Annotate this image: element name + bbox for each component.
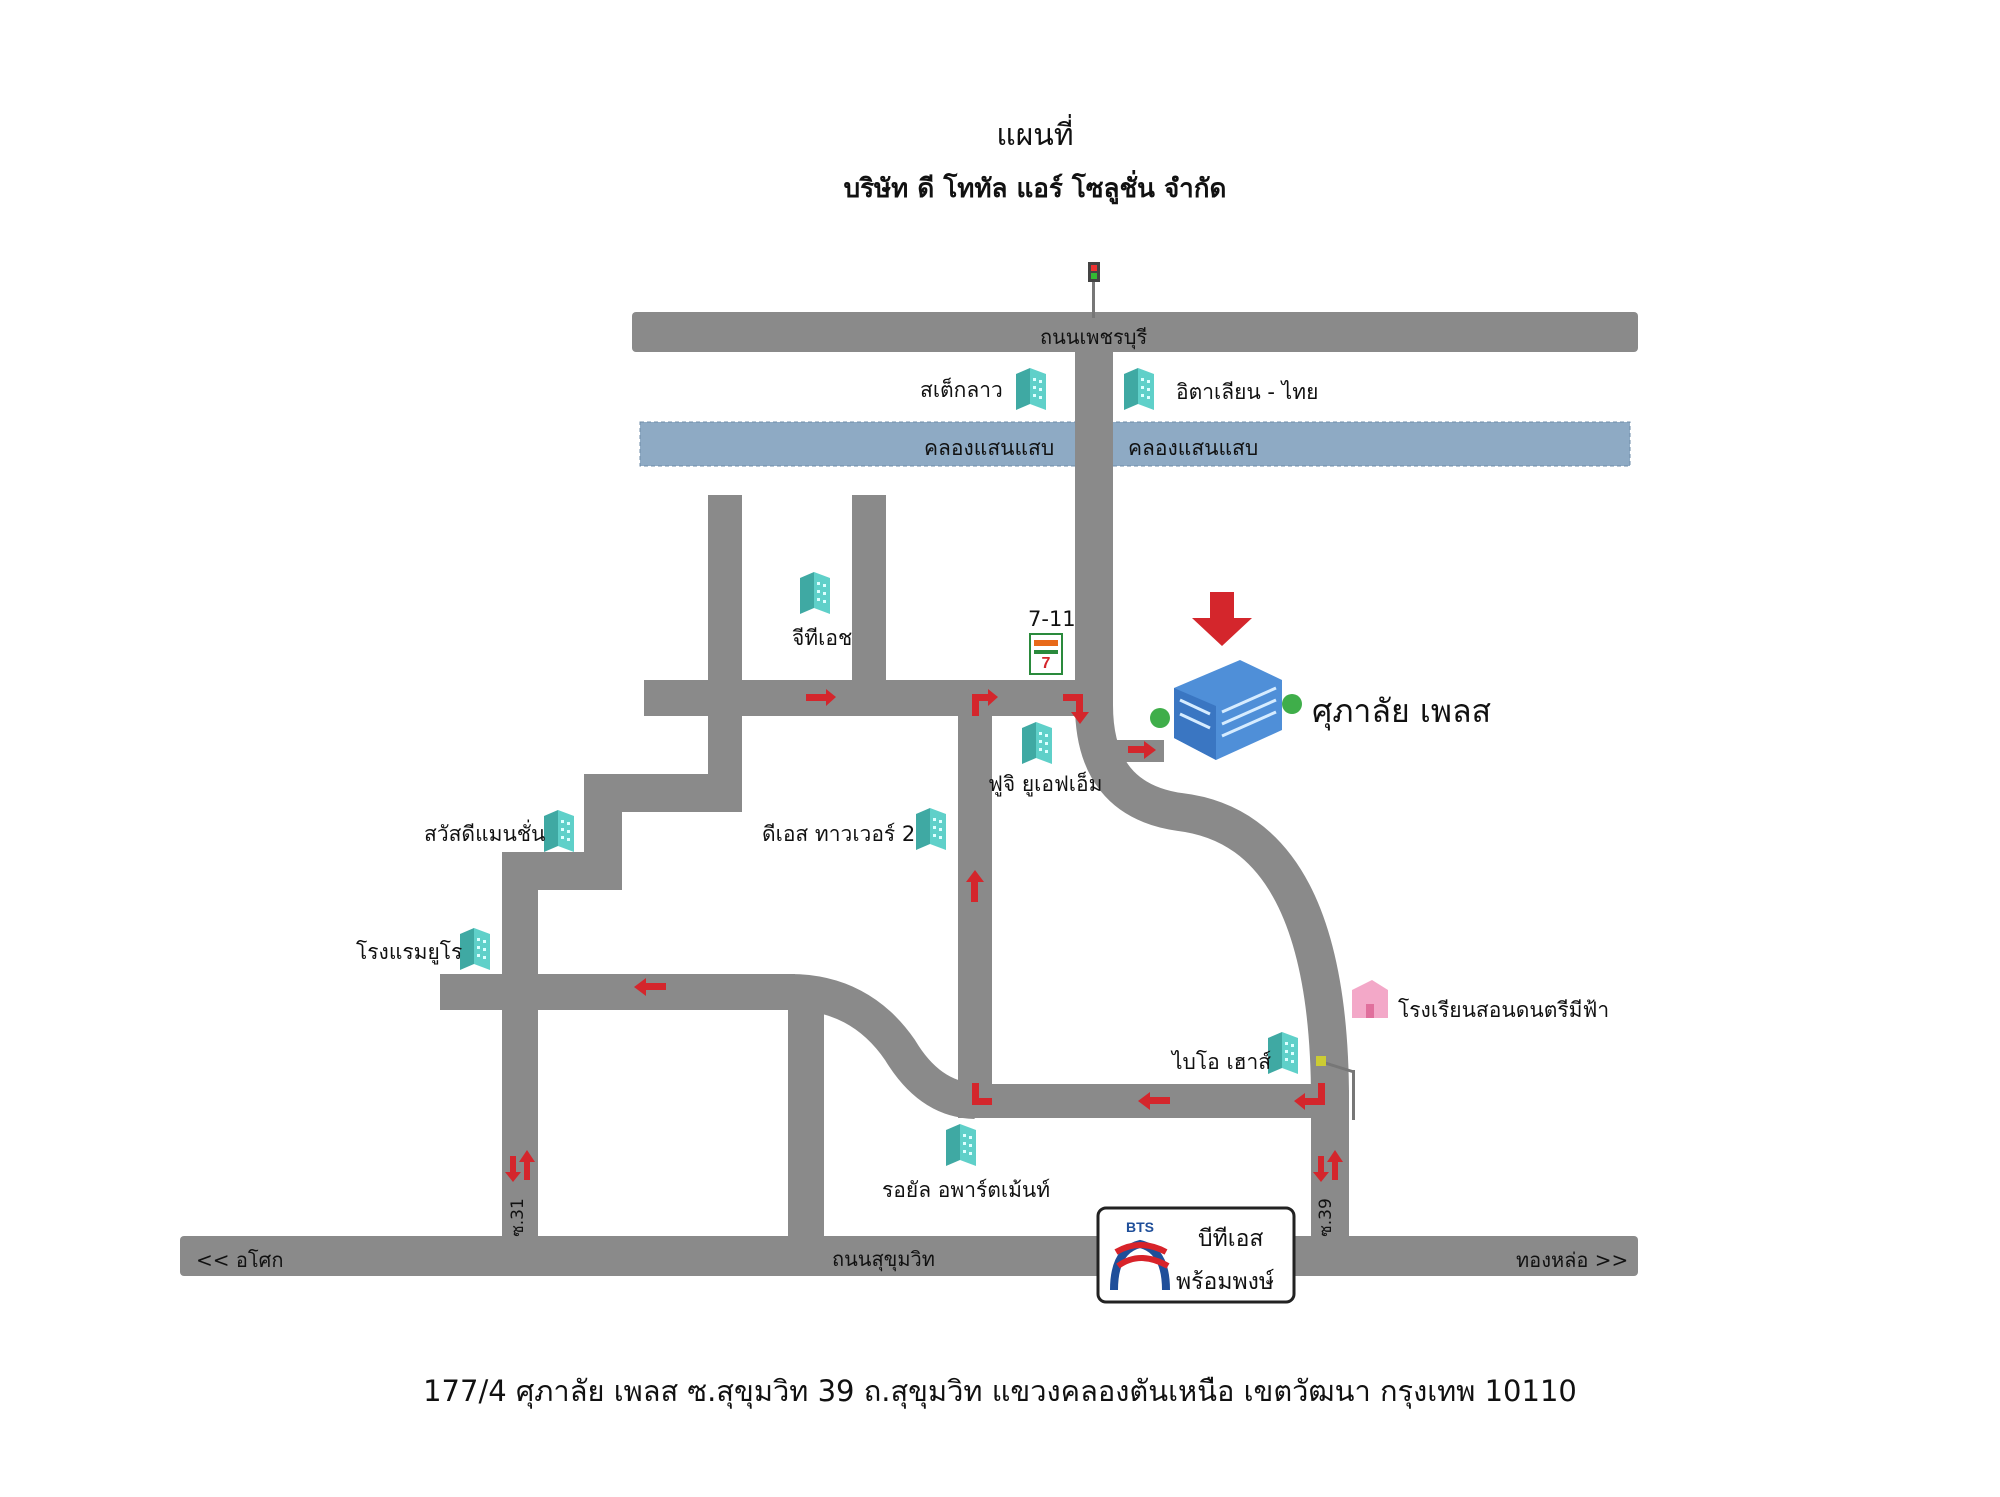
destination-marker-arrow-icon [1192,592,1252,646]
turn-arrow-icon [1294,1083,1325,1110]
canal-label-left: คลองแสนแสบ [924,436,1055,460]
two-way-arrows-icon [1313,1150,1343,1182]
sawasdee-mansion-label: สวัสดีแมนชั่น [424,822,546,846]
soi-39-label: ซ.39 [1315,1198,1336,1237]
building-icon [1268,1032,1298,1074]
suphalai-place-building-icon [1150,660,1302,760]
bts-logo-text: BTS [1126,1219,1154,1235]
building-icon [800,572,830,614]
music-school-label: โรงเรียนสอนดนตรีมีฟ้า [1398,998,1610,1022]
traffic-light-icon [1316,1056,1355,1120]
khlong-saen-saep-canal [639,421,1631,467]
phetchaburi-road-label: ถนนเพชรบุรี [1040,325,1148,349]
building-icon [544,810,574,852]
direction-arrows [505,689,1343,1182]
fuji-ufm-label: ฟูจิ ยูเอฟเอ็ม [988,772,1103,796]
bts-name-line1: บีทีเอส [1198,1226,1264,1252]
traffic-light-icon [1088,262,1100,318]
italian-thai-label: อิตาเลียน - ไทย [1176,380,1319,404]
turn-arrow-icon [1063,694,1089,724]
soi-39-upper [1075,338,1113,710]
arrow-left-icon [634,978,666,996]
arrow-right-icon [1128,741,1156,759]
ds-tower-label: ดีเอส ทาวเวอร์ 2 [762,822,916,846]
address: 177/4 ศุภาลัย เพลส ซ.สุขุมวิท 39 ถ.สุขุม… [423,1374,1577,1408]
royal-apartment-label: รอยัล อพาร์ตเม้นท์ [882,1178,1051,1202]
bts-name-line2: พร้อมพงษ์ [1176,1269,1275,1295]
company-name: บริษัท ดี โททัล แอร์ โซลูชั่น จำกัด [843,174,1227,204]
building-icon [460,928,490,970]
building-icon [1016,368,1046,410]
soi-39-curve [1075,704,1349,1101]
map-title: แผนที่ [996,118,1074,153]
building-icon [1124,368,1154,410]
school-icon [1352,980,1388,1018]
phetchaburi-road [632,312,1638,352]
to-asok-label: << อโศก [196,1248,284,1272]
soi-31-label: ซ.31 [507,1198,528,1237]
seven-eleven-label: 7-11 [1028,607,1076,631]
arrow-up-icon [966,870,984,902]
bts-station-box: BTS [1096,1206,1296,1304]
building-icon [1022,722,1052,764]
bio-house-label: ไบโอ เฮาส์ [1172,1050,1272,1074]
destination-label: ศุภาลัย เพลส [1312,692,1492,730]
hotel-uro-label: โรงแรมยูโร [356,940,463,964]
building-icon [946,1124,976,1166]
soi-31 [502,852,538,1252]
turn-arrow-icon [972,689,998,716]
arrow-right-icon [806,689,836,706]
to-thonglor-label: ทองหล่อ >> [1516,1248,1629,1272]
gth-label: จีทีเอช [792,626,853,650]
building-icon [916,808,946,850]
two-way-arrows-icon [505,1150,535,1182]
stek-lao-label: สเต็กลาว [920,378,1003,402]
svg-text:7: 7 [1042,655,1051,672]
canal-label-right: คลองแสนแสบ [1128,436,1259,460]
arrow-left-icon [1138,1092,1170,1110]
turn-arrow-icon [972,1083,992,1105]
seven-eleven-logo: 7 [1029,633,1063,675]
sukhumvit-road-label: ถนนสุขุมวิท [832,1247,935,1271]
